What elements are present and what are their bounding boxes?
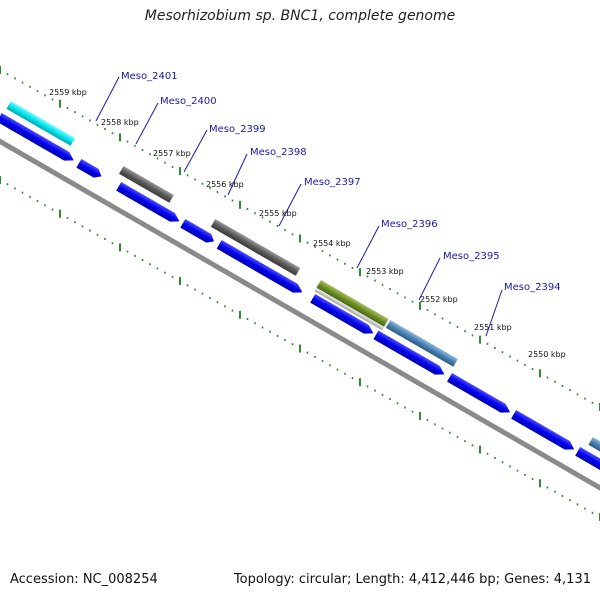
gene-leader-lines — [95, 76, 503, 337]
kbp-label: 2550 kbp — [528, 350, 566, 359]
cds-arrow[interactable] — [216, 240, 305, 297]
genome-backbone — [0, 123, 600, 539]
kbp-label: 2558 kbp — [101, 118, 139, 127]
feature-light-2396b[interactable] — [314, 287, 385, 331]
cds-arrow[interactable] — [575, 447, 600, 495]
cds-arrow[interactable] — [76, 159, 104, 181]
map-title: Mesorhizobium sp. BNC1, complete genome — [144, 8, 456, 24]
gene-label[interactable]: Meso_2400 — [160, 96, 217, 107]
gene-label[interactable]: Meso_2394 — [504, 282, 561, 293]
feature-olive-2396[interactable] — [316, 280, 389, 327]
kbp-label: 2551 kbp — [474, 323, 512, 332]
gene-label[interactable]: Meso_2399 — [209, 124, 266, 135]
gene-features — [0, 101, 600, 495]
cds-arrow[interactable] — [180, 219, 216, 246]
feature-steel-2395[interactable] — [385, 320, 458, 367]
cds-arrow[interactable] — [116, 182, 182, 226]
feature-dark-2397[interactable] — [210, 219, 301, 276]
cds-arrow[interactable] — [373, 330, 446, 379]
gene-label[interactable]: Meso_2396 — [381, 219, 438, 230]
accession-text: Accession: NC_008254 — [10, 572, 158, 587]
cds-arrow[interactable] — [447, 373, 513, 417]
gene-label[interactable]: Meso_2401 — [121, 71, 178, 82]
topology-text: Topology: circular; Length: 4,412,446 bp… — [233, 572, 591, 587]
kbp-label: 2553 kbp — [366, 267, 404, 276]
gene-labels: Meso_2401 Meso_2400 Meso_2399 Meso_2398 … — [121, 71, 561, 293]
feature-cyan-2400[interactable] — [6, 101, 76, 146]
feature-dark-2399[interactable] — [119, 166, 174, 203]
kbp-label: 2557 kbp — [153, 149, 191, 158]
kbp-label: 2559 kbp — [49, 88, 87, 97]
cds-arrows — [0, 101, 600, 495]
gene-label[interactable]: Meso_2395 — [443, 251, 500, 262]
gene-label[interactable]: Meso_2397 — [304, 177, 361, 188]
cds-arrow[interactable] — [0, 113, 76, 165]
kbp-label: 2555 kbp — [259, 209, 297, 218]
kbp-label: 2552 kbp — [420, 295, 458, 304]
cds-arrow[interactable] — [511, 410, 577, 454]
kbp-labels: 2559 kbp 2558 kbp 2557 kbp 2556 kbp 2555… — [49, 88, 566, 359]
position-ticks — [0, 66, 600, 521]
gene-label[interactable]: Meso_2398 — [250, 147, 307, 158]
kbp-label: 2554 kbp — [313, 239, 351, 248]
cds-arrow[interactable] — [310, 294, 376, 338]
kbp-label: 2556 kbp — [206, 180, 244, 189]
